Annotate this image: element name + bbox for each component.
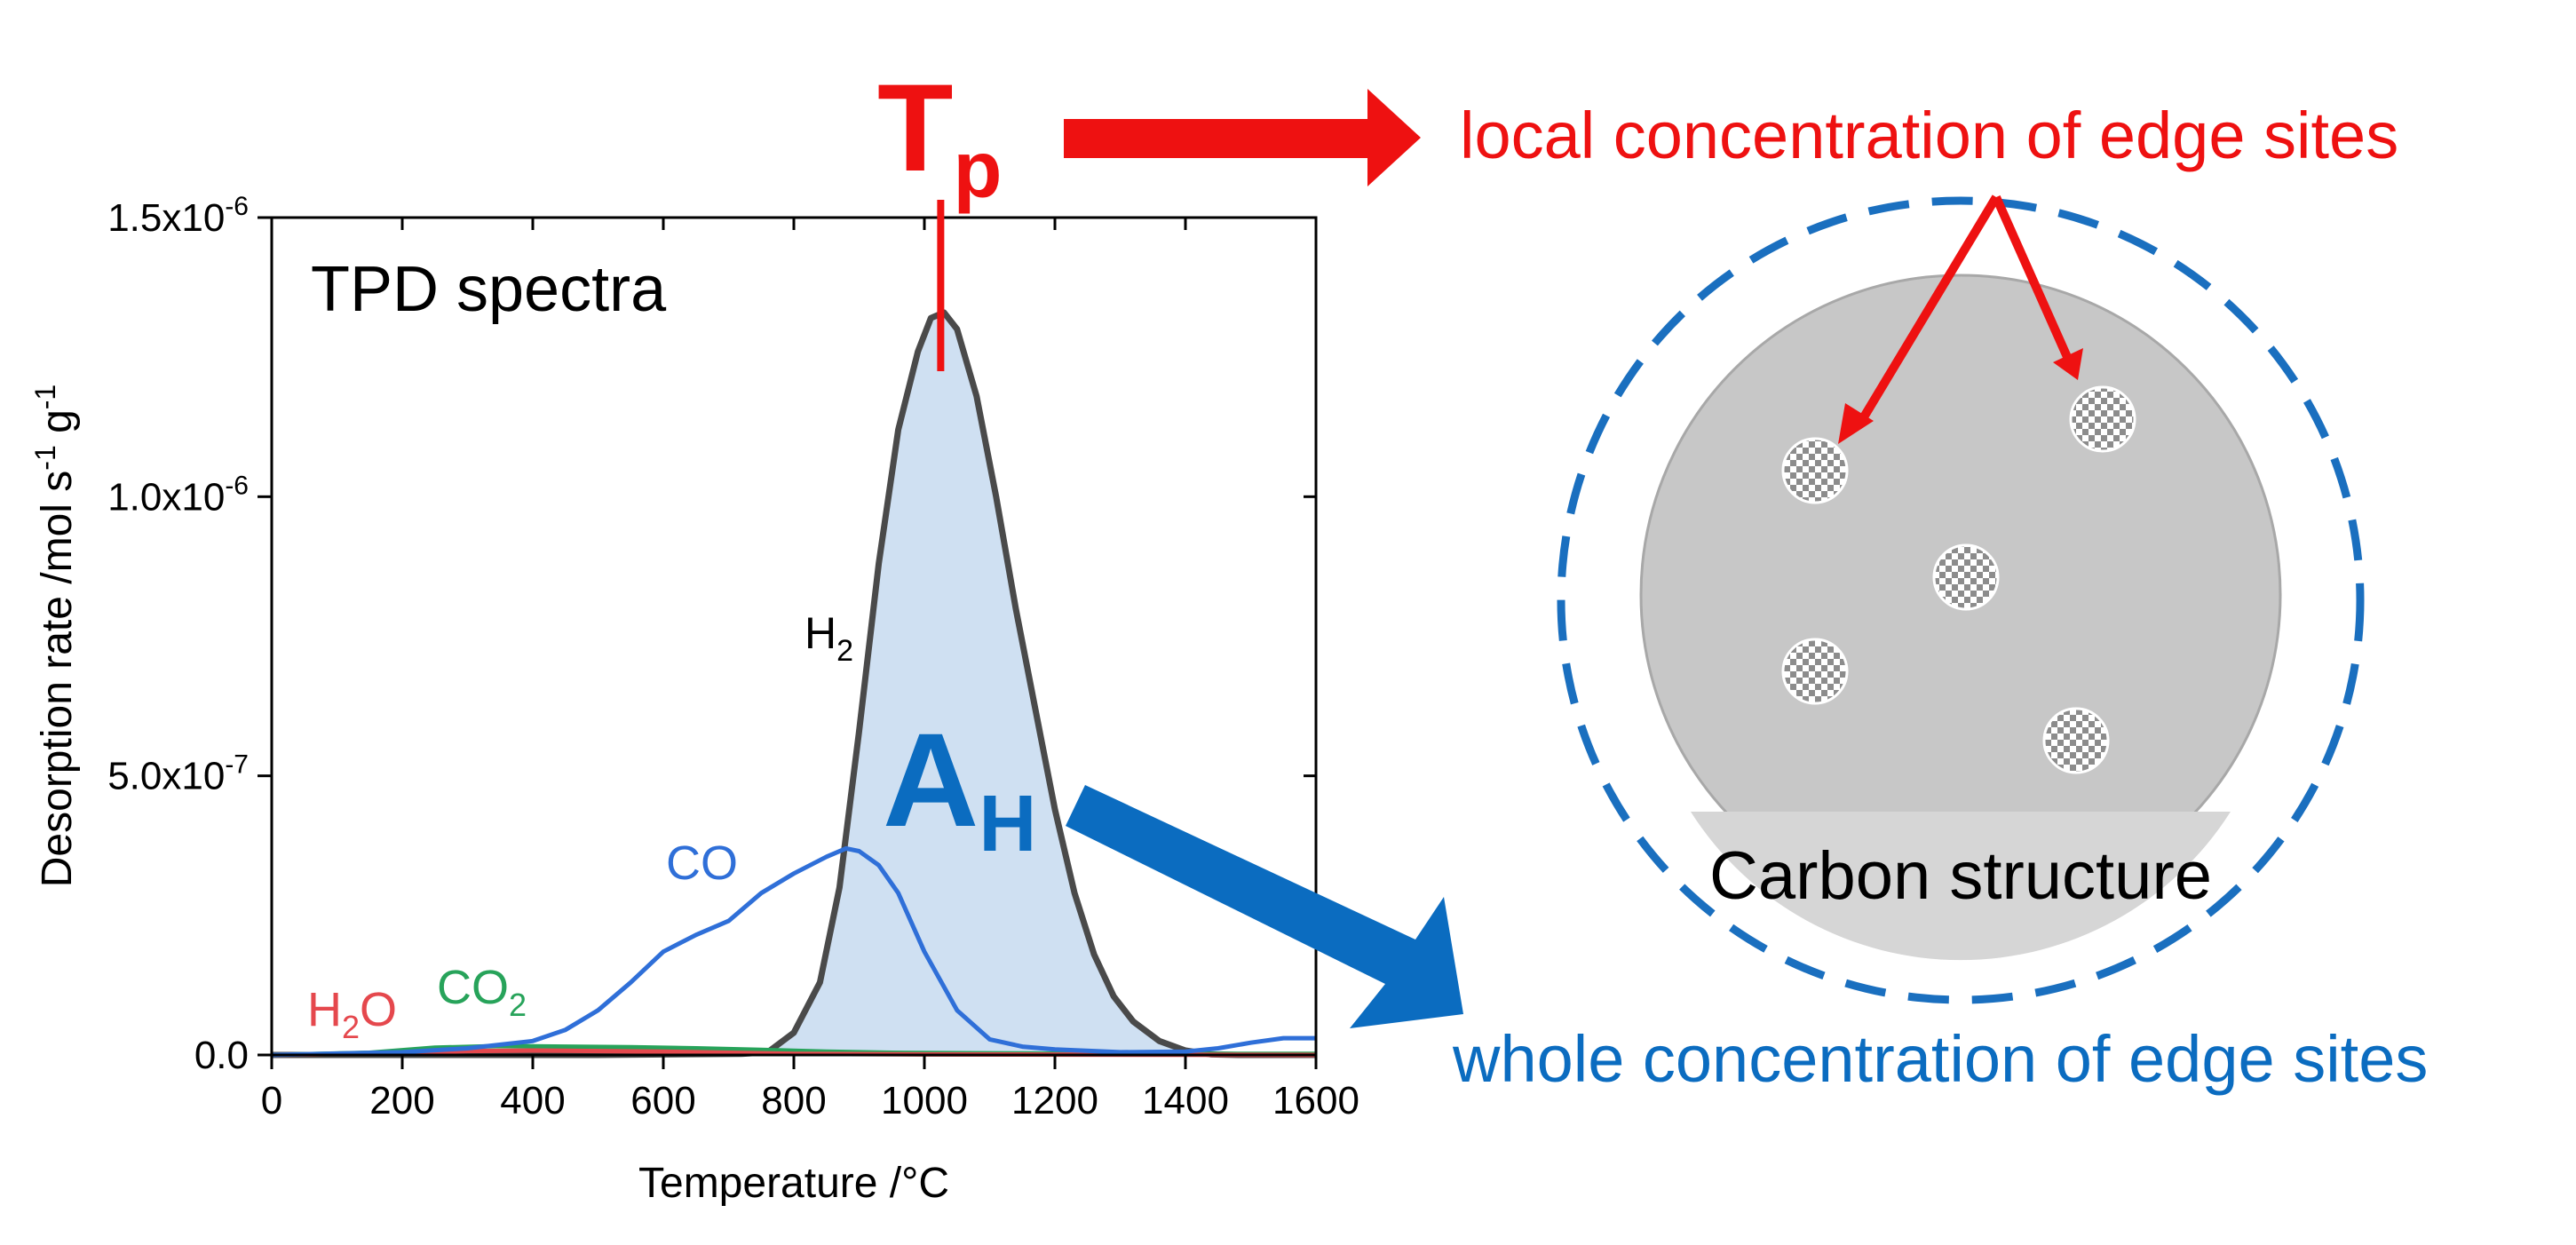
- x-tick-label: 600: [630, 1079, 695, 1122]
- panel-title: TPD spectra: [311, 254, 667, 325]
- edge-site: [1932, 543, 2000, 611]
- y-tick-label: 0.0: [194, 1034, 249, 1077]
- ah-annotation: AH whole concentration of edge sites: [883, 705, 2428, 1096]
- edge-site: [2042, 707, 2110, 774]
- y-tick-label: 1.0x10-6: [107, 471, 249, 519]
- tpd-chart: 0 200 400 600 800 1000 1200 1400 1600 0.0 5.0x10-7…: [29, 192, 1359, 1207]
- x-tick-label: 800: [761, 1079, 826, 1122]
- whole-concentration-label: whole concentration of edge sites: [1452, 1022, 2428, 1096]
- ah-label: AH: [883, 705, 1036, 868]
- tp-annotation: Tp local concentration of edge sites: [877, 58, 2398, 371]
- x-tick-label: 1000: [881, 1079, 968, 1122]
- y-tick-label: 5.0x10-7: [107, 750, 249, 798]
- series-label-co: CO: [666, 837, 738, 890]
- series-h2-area: [272, 312, 1316, 1055]
- local-concentration-label: local concentration of edge sites: [1460, 99, 2398, 172]
- x-tick-label: 0: [261, 1079, 282, 1122]
- x-tick-label: 400: [500, 1079, 565, 1122]
- ah-arrow: [1066, 785, 1463, 1028]
- series-label-co2: CO2: [437, 961, 527, 1023]
- plot-frame: [270, 216, 1318, 1057]
- x-tick-label: 1400: [1142, 1079, 1229, 1122]
- carbon-structure-diagram: Carbon structure: [1557, 194, 2365, 1004]
- local-site-arrows: [1838, 194, 2083, 444]
- edge-site: [2069, 385, 2136, 453]
- arrow-to-site-left: [1855, 194, 2001, 427]
- tick-layer: 0 200 400 600 800 1000 1200 1400 1600 0.0 5.0x10-7…: [107, 192, 1359, 1122]
- x-tick-label: 1200: [1011, 1079, 1098, 1122]
- whole-sites-dashed-circle: [1557, 196, 2365, 1004]
- arrowhead-left: [1838, 403, 1874, 444]
- arrow-to-site-right: [1992, 194, 2072, 360]
- series-layer: [271, 309, 1317, 1059]
- y-tick-label: 1.5x10-6: [107, 192, 249, 240]
- tp-arrow: [1064, 89, 1421, 186]
- x-axis-title: Temperature /°C: [638, 1160, 949, 1207]
- carbon-label-backdrop: [1691, 812, 2231, 961]
- edge-site: [1781, 437, 1849, 504]
- series-label-h2: H2: [805, 608, 853, 668]
- arrowhead-right: [2053, 348, 2083, 380]
- series-label-h2o: H2O: [307, 983, 397, 1045]
- carbon-structure-label: Carbon structure: [1709, 838, 2212, 914]
- series-co-line: [271, 845, 1316, 1058]
- x-tick-label: 200: [369, 1079, 434, 1122]
- series-h2-line: [272, 309, 1316, 1059]
- edge-site: [1781, 638, 1849, 705]
- x-tick-label: 1600: [1272, 1079, 1359, 1122]
- y-axis-title: Desorption rate /mol s-1 g-1: [29, 385, 81, 887]
- tp-label: Tp: [877, 58, 1003, 215]
